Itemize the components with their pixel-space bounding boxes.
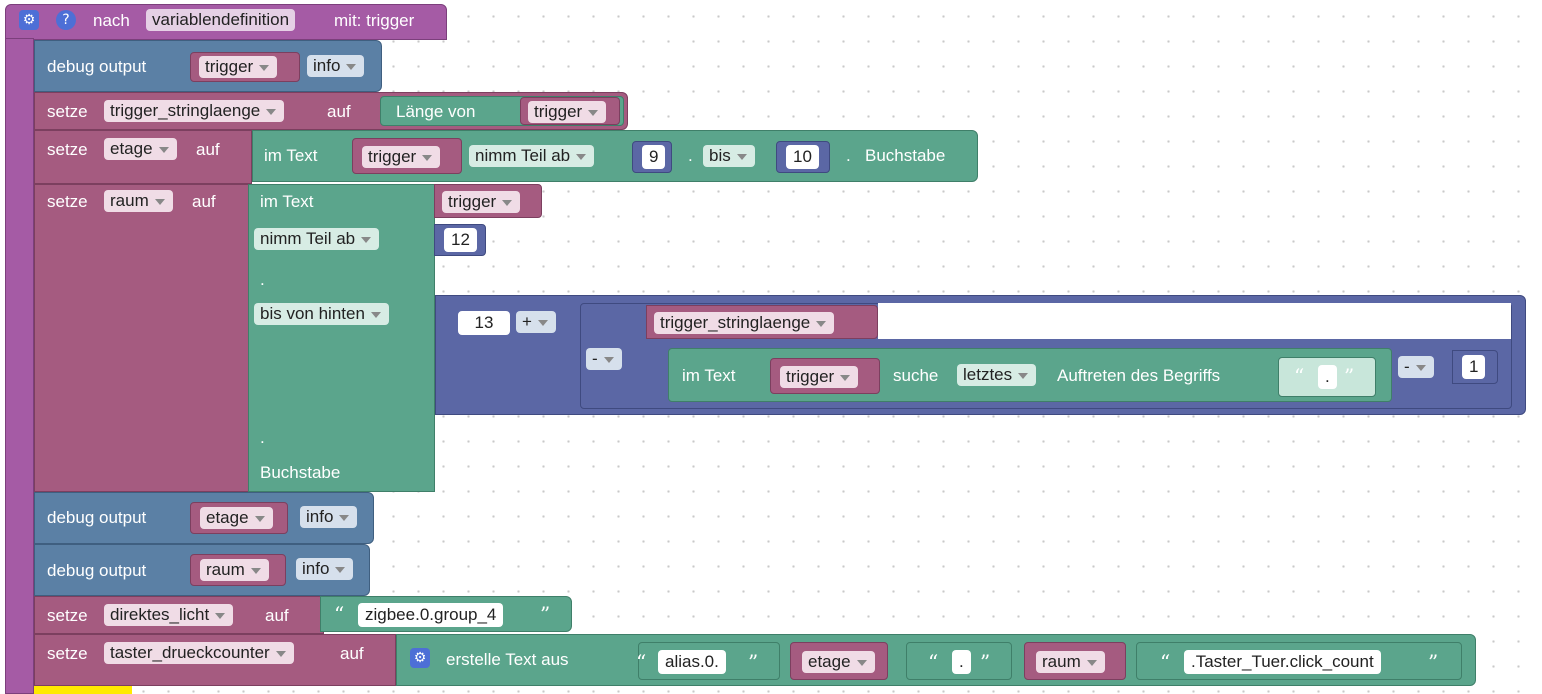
- function-name-field[interactable]: variablendefinition: [146, 9, 296, 31]
- string-value-field[interactable]: zigbee.0.group_4: [358, 603, 504, 627]
- help-icon[interactable]: ?: [56, 10, 76, 30]
- variable-dropdown-etage[interactable]: etage: [104, 138, 177, 160]
- close-quote-icon: ”: [1428, 650, 1439, 674]
- debug-output-label: debug output: [47, 57, 147, 76]
- empty-slot-area: [878, 303, 1511, 339]
- string-value-field[interactable]: .: [1318, 365, 1337, 389]
- log-level-dropdown[interactable]: info: [296, 558, 354, 580]
- nach-label: nach: [93, 11, 130, 30]
- close-quote-icon: ”: [540, 602, 551, 626]
- setze-block-3[interactable]: [34, 184, 250, 492]
- raum-variable-dropdown[interactable]: raum: [200, 559, 269, 581]
- buchstabe-label: Buchstabe: [865, 146, 946, 165]
- nimm-teil-ab-dropdown[interactable]: nimm Teil ab: [254, 228, 380, 250]
- letztes-dropdown[interactable]: letztes: [957, 364, 1037, 386]
- string-value-field[interactable]: .Taster_Tuer.click_count: [1184, 650, 1381, 674]
- variable-dropdown-direktes-licht[interactable]: direktes_licht: [104, 604, 234, 626]
- bis-von-hinten-dropdown[interactable]: bis von hinten: [254, 303, 389, 325]
- trigger-variable-dropdown[interactable]: trigger: [528, 101, 607, 123]
- laenge-von-label: Länge von: [396, 102, 476, 121]
- erstelle-text-label: erstelle Text aus: [446, 650, 569, 669]
- open-quote-icon: “: [334, 602, 345, 626]
- open-quote-icon: “: [1294, 364, 1305, 388]
- nimm-teil-ab-dropdown[interactable]: nimm Teil ab: [469, 145, 595, 167]
- variable-dropdown-trigger-stringlaenge[interactable]: trigger_stringlaenge: [104, 100, 285, 122]
- auf-label: auf: [327, 102, 351, 121]
- trigger-stringlaenge-dropdown[interactable]: trigger_stringlaenge: [654, 312, 835, 334]
- from-number-field[interactable]: 9: [642, 145, 666, 169]
- im-text-label: im Text: [682, 366, 736, 385]
- gear-icon[interactable]: ⚙: [410, 648, 430, 668]
- number-field-13[interactable]: 13: [458, 311, 510, 335]
- auf-label: auf: [192, 192, 216, 211]
- setze-label: setze: [47, 192, 88, 211]
- from-number-field[interactable]: 12: [444, 228, 477, 252]
- variable-dropdown-raum[interactable]: raum: [104, 190, 173, 212]
- gear-icon[interactable]: ⚙: [19, 10, 39, 30]
- setze-label: setze: [47, 102, 88, 121]
- function-block-spine: [5, 38, 34, 694]
- trigger-variable-dropdown[interactable]: trigger: [199, 56, 278, 78]
- suche-label: suche: [893, 366, 939, 385]
- minus-operator-dropdown[interactable]: -: [586, 348, 622, 370]
- debug-output-label: debug output: [47, 508, 147, 527]
- setze-label: setze: [47, 140, 88, 159]
- close-quote-icon: ”: [1344, 364, 1355, 388]
- minus-operator-dropdown[interactable]: -: [1398, 356, 1434, 378]
- im-text-label: im Text: [260, 192, 314, 211]
- open-quote-icon: “: [928, 650, 939, 674]
- mit-label: mit: trigger: [334, 11, 415, 30]
- etage-variable-dropdown[interactable]: etage: [802, 651, 875, 673]
- etage-variable-dropdown[interactable]: etage: [200, 507, 273, 529]
- buchstabe-label: Buchstabe: [260, 463, 341, 482]
- setze-label: setze: [47, 606, 88, 625]
- next-block-peek[interactable]: [34, 686, 132, 694]
- debug-output-label: debug output: [47, 561, 147, 580]
- log-level-dropdown[interactable]: info: [300, 506, 358, 528]
- setze-label: setze: [47, 644, 88, 663]
- open-quote-icon: “: [1160, 650, 1171, 674]
- bis-dropdown[interactable]: bis: [703, 145, 755, 167]
- number-field-1[interactable]: 1: [1462, 355, 1486, 379]
- string-value-field[interactable]: alias.0.: [658, 650, 726, 674]
- auf-label: auf: [265, 606, 289, 625]
- log-level-dropdown[interactable]: info: [307, 55, 365, 77]
- im-text-label: im Text: [264, 146, 318, 165]
- dot-label: .: [260, 428, 265, 447]
- variable-dropdown-taster-drueckcounter[interactable]: taster_drueckcounter: [104, 642, 294, 664]
- auf-label: auf: [196, 140, 220, 159]
- close-quote-icon: ”: [748, 650, 759, 674]
- raum-variable-dropdown[interactable]: raum: [1036, 651, 1105, 673]
- string-value-field[interactable]: .: [952, 650, 971, 674]
- trigger-variable-dropdown[interactable]: trigger: [442, 191, 521, 213]
- auf-label: auf: [340, 644, 364, 663]
- dot-label: .: [846, 146, 851, 165]
- plus-operator-dropdown[interactable]: +: [516, 311, 556, 333]
- dot-label: .: [688, 146, 693, 165]
- trigger-variable-dropdown[interactable]: trigger: [362, 146, 441, 168]
- auftreten-label: Auftreten des Begriffs: [1057, 366, 1221, 385]
- to-number-field[interactable]: 10: [786, 145, 819, 169]
- close-quote-icon: ”: [980, 650, 991, 674]
- trigger-variable-dropdown[interactable]: trigger: [780, 366, 859, 388]
- open-quote-icon: “: [636, 650, 647, 674]
- dot-label: .: [260, 270, 265, 289]
